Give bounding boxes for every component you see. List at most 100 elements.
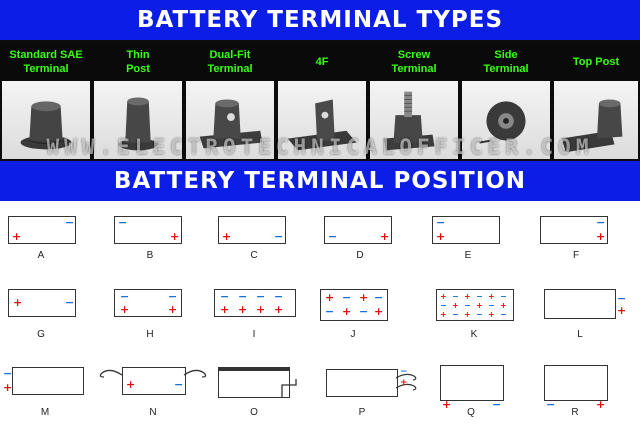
terminal-type-4f: 4F bbox=[276, 40, 368, 161]
position-n: + − N bbox=[94, 363, 207, 438]
negative-terminal-sign: − bbox=[546, 398, 556, 411]
terminal-type-label: 4F bbox=[276, 43, 368, 81]
negative-terminal-sign: − bbox=[256, 290, 266, 303]
terminal-positions-grid: − + A − + B + − C − + D − + E − + F + − … bbox=[0, 201, 640, 427]
negative-terminal-sign: − bbox=[220, 290, 230, 303]
standard-sae-terminal-icon bbox=[2, 81, 90, 159]
terminal-type-standard-sae: Standard SAE Terminal bbox=[0, 40, 92, 161]
positive-terminal-sign: + bbox=[3, 381, 13, 394]
negative-terminal-sign: − bbox=[342, 291, 352, 304]
negative-terminal-sign: − bbox=[168, 290, 178, 303]
position-label: Q bbox=[467, 407, 475, 418]
negative-terminal-sign: − bbox=[492, 398, 502, 411]
position-label: A bbox=[37, 250, 45, 261]
position-label: N bbox=[149, 407, 157, 418]
positive-terminal-sign: + bbox=[170, 230, 180, 243]
negative-terminal-sign: − bbox=[500, 310, 507, 319]
terminal-type-top-post: Top Post bbox=[552, 40, 640, 161]
negative-terminal-sign: − bbox=[596, 216, 606, 229]
terminal-type-label: Thin Post bbox=[92, 43, 184, 81]
positive-terminal-sign: + bbox=[222, 230, 232, 243]
battery-outline bbox=[214, 289, 296, 317]
position-f: − + F bbox=[534, 211, 634, 286]
4f-terminal-icon bbox=[278, 81, 366, 159]
terminal-type-label: Screw Terminal bbox=[368, 43, 460, 81]
positive-terminal-sign: + bbox=[13, 296, 23, 309]
negative-terminal-sign: − bbox=[274, 290, 284, 303]
battery-outline bbox=[544, 365, 608, 401]
position-label: L bbox=[577, 329, 583, 340]
negative-terminal-sign: − bbox=[174, 378, 184, 391]
position-label: J bbox=[350, 329, 356, 340]
negative-terminal-sign: − bbox=[500, 292, 507, 301]
terminal-types-strip: Standard SAE Terminal Thin Post Dual-Fit… bbox=[0, 40, 640, 161]
terminal-type-label: Side Terminal bbox=[460, 43, 552, 81]
negative-terminal-sign: − bbox=[452, 310, 459, 319]
battery-outline bbox=[8, 289, 76, 317]
positive-terminal-sign: + bbox=[464, 292, 471, 301]
position-g: + − G bbox=[0, 287, 100, 362]
positive-terminal-sign: + bbox=[256, 303, 266, 316]
position-label: R bbox=[571, 407, 579, 418]
negative-terminal-sign: − bbox=[617, 292, 627, 305]
positive-terminal-sign: + bbox=[436, 230, 446, 243]
positive-terminal-sign: + bbox=[596, 398, 606, 411]
positive-terminal-sign: + bbox=[442, 398, 452, 411]
terminal-type-dual-fit: Dual-Fit Terminal bbox=[184, 40, 276, 161]
position-c: + − C bbox=[212, 211, 312, 286]
battery-outline bbox=[440, 365, 504, 401]
battery-outline bbox=[320, 289, 388, 321]
side-terminal-icon bbox=[462, 81, 550, 159]
positive-terminal-sign: + bbox=[359, 291, 369, 304]
position-label: D bbox=[356, 250, 364, 261]
negative-terminal-sign: − bbox=[238, 290, 248, 303]
terminal-type-label: Top Post bbox=[552, 43, 640, 81]
dual-fit-terminal-icon bbox=[186, 81, 274, 159]
terminal-type-screw: Screw Terminal bbox=[368, 40, 460, 161]
battery-outline bbox=[324, 216, 392, 244]
negative-terminal-sign: − bbox=[400, 367, 408, 377]
watermark: WWW.ELECTROTECHNICALOFFICER.COM bbox=[46, 135, 594, 159]
positive-terminal-sign: + bbox=[126, 378, 136, 391]
position-label: M bbox=[40, 407, 50, 418]
positive-terminal-sign: + bbox=[380, 230, 390, 243]
positive-terminal-sign: + bbox=[220, 303, 230, 316]
position-o: O bbox=[214, 363, 314, 438]
positive-terminal-sign: + bbox=[274, 303, 284, 316]
positive-terminal-sign: + bbox=[342, 305, 352, 318]
battery-outline bbox=[12, 367, 84, 395]
positive-terminal-sign: + bbox=[440, 310, 447, 319]
negative-terminal-sign: − bbox=[476, 292, 483, 301]
terminal-type-side: Side Terminal bbox=[460, 40, 552, 161]
battery-outline bbox=[218, 367, 290, 398]
negative-terminal-sign: − bbox=[328, 230, 338, 243]
negative-terminal-sign: − bbox=[3, 367, 13, 380]
positive-terminal-sign: + bbox=[400, 378, 408, 388]
position-m: − + M bbox=[0, 363, 100, 438]
positive-terminal-sign: + bbox=[168, 303, 178, 316]
positive-terminal-sign: + bbox=[452, 301, 459, 310]
negative-terminal-sign: − bbox=[65, 296, 75, 309]
position-h: − − + + H bbox=[108, 287, 208, 362]
position-k: + − + − + − − + − + − + + − + − + − K bbox=[434, 287, 534, 362]
position-label: H bbox=[146, 329, 154, 340]
positive-terminal-sign: + bbox=[488, 310, 495, 319]
positive-terminal-sign: + bbox=[617, 304, 627, 317]
negative-terminal-sign: − bbox=[120, 290, 130, 303]
position-e: − + E bbox=[426, 211, 526, 286]
positive-terminal-sign: + bbox=[500, 301, 507, 310]
position-label: B bbox=[146, 250, 154, 261]
position-l: − + L bbox=[540, 287, 640, 362]
position-label: O bbox=[250, 407, 258, 418]
position-b: − + B bbox=[108, 211, 208, 286]
position-label: K bbox=[470, 329, 478, 340]
position-d: − + D bbox=[318, 211, 418, 286]
negative-terminal-sign: − bbox=[476, 310, 483, 319]
position-q: + − Q bbox=[436, 363, 536, 438]
position-a: − + A bbox=[0, 211, 100, 286]
negative-terminal-sign: − bbox=[488, 301, 495, 310]
negative-terminal-sign: − bbox=[452, 292, 459, 301]
terminal-type-label: Dual-Fit Terminal bbox=[184, 43, 276, 81]
negative-terminal-sign: − bbox=[359, 305, 369, 318]
battery-outline bbox=[326, 369, 398, 397]
